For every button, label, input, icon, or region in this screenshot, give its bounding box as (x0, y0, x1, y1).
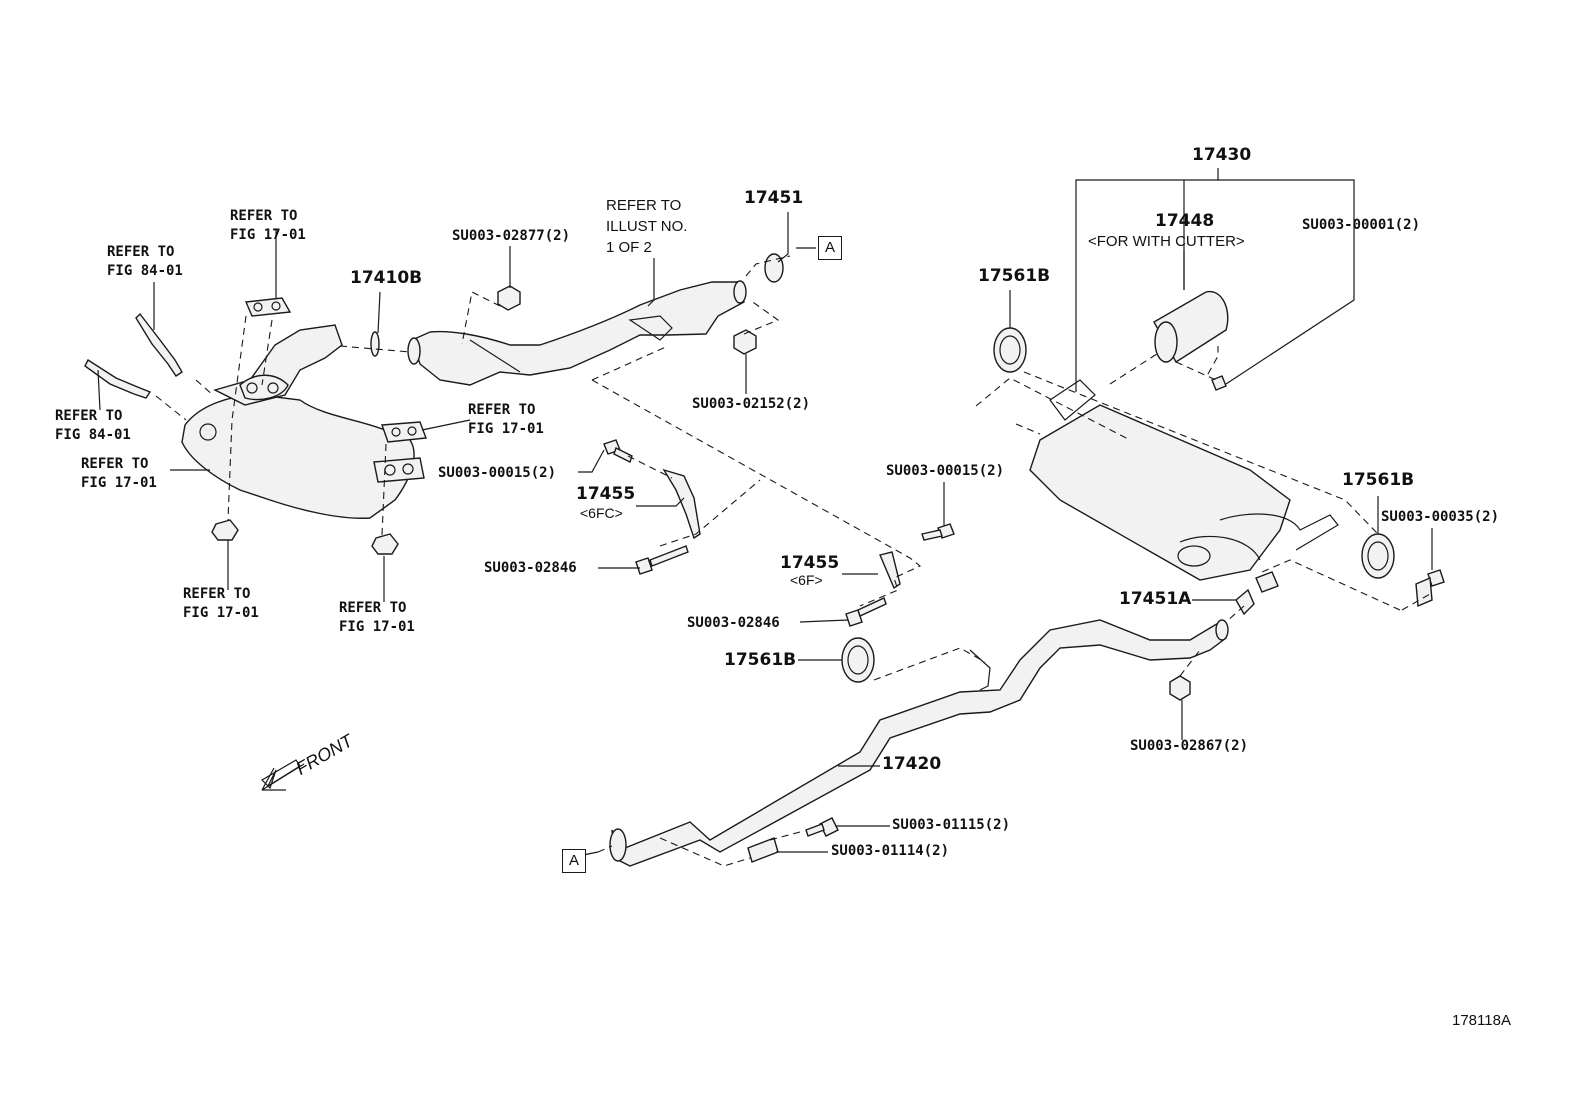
nut-02152 (733, 329, 757, 355)
refer-sensor-top: REFER TO FIG 84-01 (107, 243, 183, 281)
nut-02877 (497, 285, 521, 311)
label-17561b-mid: 17561B (724, 650, 797, 670)
label-17448: 17448 (1155, 211, 1215, 231)
illustration-id: 178118A (1452, 1012, 1511, 1029)
refer-right-line2: FIG 17-01 (468, 421, 544, 437)
refer-nut-right-line2: FIG 17-01 (339, 619, 415, 635)
connector-a-top: A (818, 236, 842, 260)
refer-top-left-line2: FIG 17-01 (230, 227, 306, 243)
assembly-dashed-lines (155, 255, 1431, 867)
refer-illust-line3: 1 OF 2 (606, 239, 652, 256)
label-su-02152: SU003-02152(2) (692, 396, 811, 412)
refer-nut-left-line1: REFER TO (183, 586, 251, 602)
oxygen-sensors (84, 312, 183, 399)
refer-sensor-bottom-line1: REFER TO (55, 408, 123, 424)
label-17448-note: <FOR WITH CUTTER> (1088, 233, 1245, 250)
refer-top-left-line1: REFER TO (230, 208, 298, 224)
rubber-hangers (841, 327, 1395, 683)
gasket-17451a (1235, 588, 1255, 616)
refer-illust-line1: REFER TO (606, 197, 682, 214)
main-muffler (1029, 379, 1339, 581)
label-17561b-right: 17561B (1342, 470, 1415, 490)
refer-nut-right-line1: REFER TO (339, 600, 407, 616)
label-su-02846-left: SU003-02846 (484, 560, 577, 576)
refer-sensor-bottom: REFER TO FIG 84-01 (55, 407, 131, 445)
bracket-17455-left (662, 468, 701, 540)
refer-manifold: REFER TO FIG 17-01 (81, 455, 157, 493)
label-su-01115: SU003-01115(2) (892, 817, 1011, 833)
refer-top-left: REFER TO FIG 17-01 (230, 207, 306, 245)
label-17451a: 17451A (1119, 589, 1192, 609)
refer-nut-right: REFER TO FIG 17-01 (339, 599, 415, 637)
nut-02867 (1169, 675, 1191, 701)
label-17455-mid: 17455 (780, 553, 840, 573)
label-17561b-top: 17561B (978, 266, 1051, 286)
bracket-17455-mid (879, 551, 901, 590)
label-su-01114: SU003-01114(2) (831, 843, 950, 859)
center-pipe-17420 (609, 619, 1229, 867)
label-17455-left-variant: <6FC> (580, 505, 623, 521)
label-su-00035: SU003-00035(2) (1381, 509, 1500, 525)
refer-manifold-line1: REFER TO (81, 456, 149, 472)
gasket-17410b (370, 331, 380, 357)
label-17455-left: 17455 (576, 484, 636, 504)
front-pipe-converter (407, 280, 747, 386)
refer-nut-left-line2: FIG 17-01 (183, 605, 259, 621)
refer-illust: REFER TO ILLUST NO. 1 OF 2 (606, 195, 687, 258)
label-17410b: 17410B (350, 268, 423, 288)
label-su-00001: SU003-00001(2) (1302, 217, 1421, 233)
refer-sensor-bottom-line2: FIG 84-01 (55, 427, 131, 443)
label-su-00015-mid: SU003-00015(2) (886, 463, 1005, 479)
label-su-00015-left: SU003-00015(2) (438, 465, 557, 481)
refer-right: REFER TO FIG 17-01 (468, 401, 544, 439)
label-17430: 17430 (1192, 145, 1252, 165)
refer-sensor-top-line1: REFER TO (107, 244, 175, 260)
connector-a-bottom: A (562, 849, 586, 873)
refer-manifold-line2: FIG 17-01 (81, 475, 157, 491)
label-17420: 17420 (882, 754, 942, 774)
label-su-02877: SU003-02877(2) (452, 228, 571, 244)
refer-illust-line2: ILLUST NO. (606, 218, 688, 235)
front-arrow-icon (261, 759, 305, 791)
label-17451: 17451 (744, 188, 804, 208)
label-su-02846-mid: SU003-02846 (687, 615, 780, 631)
label-17455-mid-variant: <6F> (790, 572, 823, 588)
refer-sensor-top-line2: FIG 84-01 (107, 263, 183, 279)
exhaust-manifold (181, 297, 427, 555)
refer-nut-left: REFER TO FIG 17-01 (183, 585, 259, 623)
tail-cutter-17448 (1153, 290, 1229, 363)
label-su-02867: SU003-02867(2) (1130, 738, 1249, 754)
refer-right-line1: REFER TO (468, 402, 536, 418)
